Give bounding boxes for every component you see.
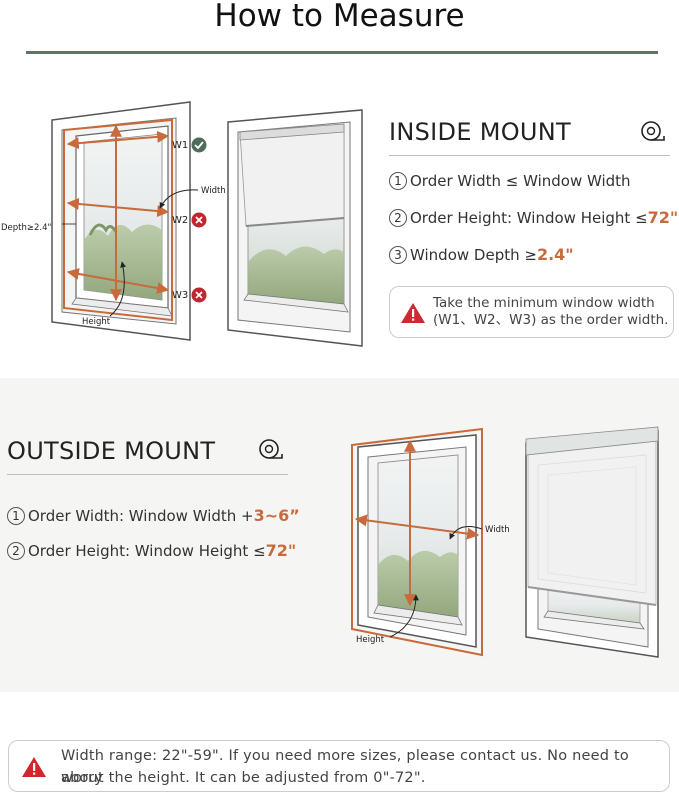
bottom-note-line-2: about the height. It can be adjusted fro… (61, 770, 426, 786)
tape-measure-icon (641, 121, 665, 141)
note-line-2: (W1、W2、W3) as the order width. (433, 312, 669, 328)
w3-label: W3 (172, 290, 188, 301)
inside-mount-note: Take the minimum window width (W1、W2、W3)… (389, 286, 674, 338)
inside-item-3: 3 Window Depth ≥ 2.4" (389, 245, 574, 264)
inside-item-2: 2 Order Height: Window Height ≤ 72" (389, 208, 678, 227)
inside-item-1: 1 Order Width ≤ Window Width (389, 172, 631, 190)
inside-mount-diagram: W1 W2 W3 Width Depth≥2.4" Height (1, 101, 363, 347)
cross-icon (191, 212, 207, 228)
outside-mount-diagram: Width Height (351, 426, 659, 658)
inside-mount-divider (389, 155, 670, 156)
bottom-note-line-1: Width range: 22"-59". If you need more s… (61, 748, 629, 786)
cross-icon (191, 287, 207, 303)
depth-label: Depth≥2.4" (1, 223, 52, 233)
page-title: How to Measure (214, 0, 465, 34)
w2-label: W2 (172, 215, 188, 226)
outside-height-label: Height (356, 635, 385, 645)
height-label: Height (82, 317, 111, 327)
note-line-1: Take the minimum window width (433, 295, 655, 311)
warning-icon (22, 757, 46, 777)
w1-label: W1 (172, 140, 188, 151)
outside-mount-divider (7, 474, 288, 475)
outside-item-2: 2 Order Height: Window Height ≤ 72" (7, 541, 296, 560)
bottom-note: Width range: 22"-59". If you need more s… (8, 740, 670, 792)
outside-mount-heading: OUTSIDE MOUNT (7, 437, 216, 465)
inside-mount-heading: INSIDE MOUNT (389, 118, 571, 146)
outside-width-label: Width (485, 525, 510, 535)
title-divider (26, 51, 658, 54)
outside-item-1: 1 Order Width: Window Width + 3~6” (7, 506, 300, 525)
width-label: Width (201, 186, 226, 196)
warning-icon (401, 303, 425, 323)
tape-measure-icon (259, 439, 283, 459)
check-icon (191, 137, 207, 153)
